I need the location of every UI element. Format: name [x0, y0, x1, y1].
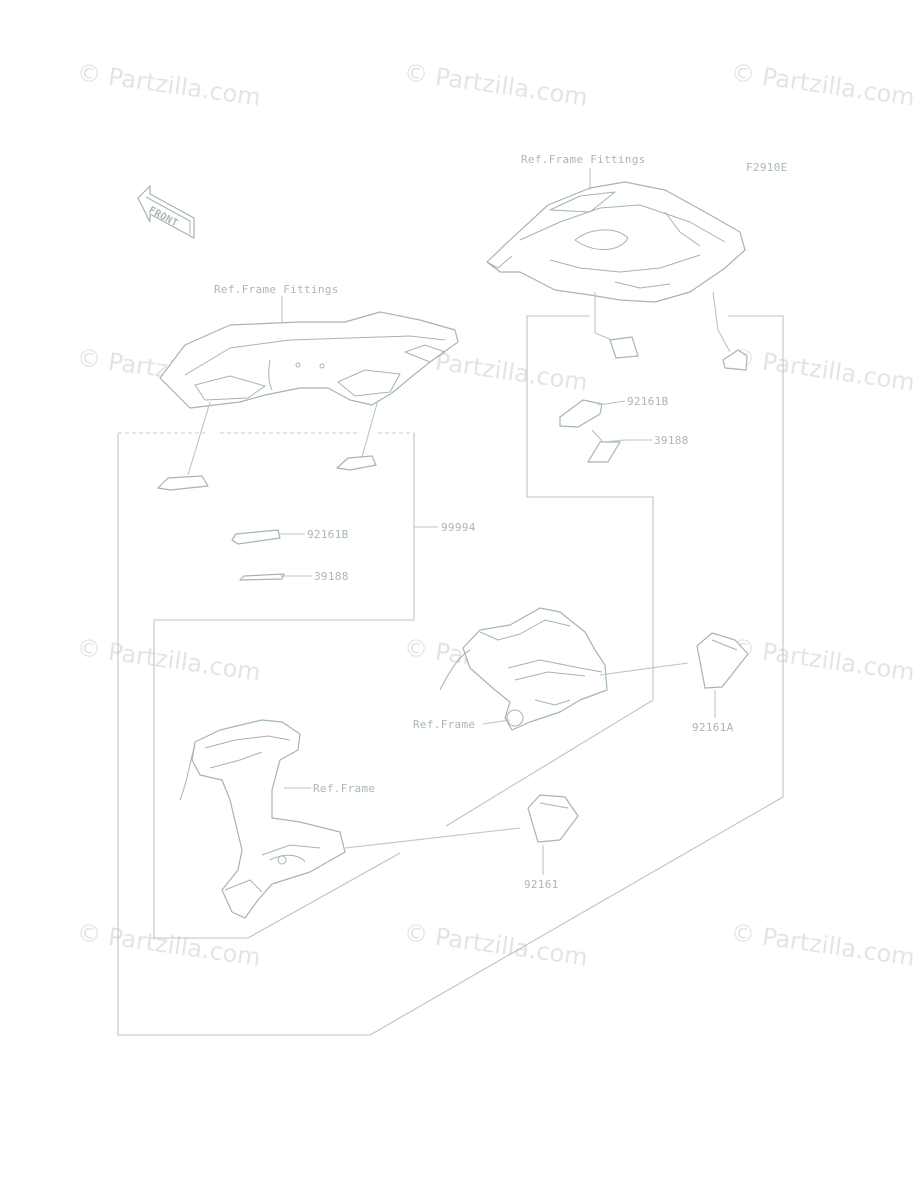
watermark: © Partzilla.com [729, 918, 916, 972]
rubber-pad-92161b-right [559, 399, 603, 428]
leader-line [599, 662, 689, 676]
label-ref-frame-fittings-top: Ref.Frame Fittings [521, 153, 646, 166]
front-arrow-icon: FRONT [137, 185, 195, 239]
watermark: © Partzilla.com [729, 58, 916, 112]
lower-frame-part [179, 719, 346, 919]
group-bracket-lines [117, 315, 784, 1036]
leader-line [597, 400, 626, 406]
watermark: © Partzilla.com [75, 633, 262, 687]
label-39188-right: 39188 [654, 434, 689, 447]
leader-line [344, 827, 521, 849]
diagram-code: F2910E [746, 161, 788, 174]
tape-39188-left [239, 573, 285, 581]
watermark: © Partzilla.com [729, 343, 916, 397]
rubber-pad-92161b-left [231, 529, 281, 545]
label-ref-frame-fittings-left: Ref.Frame Fittings [214, 283, 339, 296]
leader-line [591, 429, 652, 443]
tape-39188-right [587, 441, 621, 463]
mid-frame-part [439, 607, 608, 731]
label-92161b-right: 92161B [627, 395, 669, 408]
leader-line [482, 719, 511, 725]
leader-line [361, 399, 379, 458]
pad-part [609, 336, 639, 359]
watermark-layer: © Partzilla.com © Partzilla.com © Partzi… [75, 58, 916, 972]
label-ref-frame-lower: Ref.Frame [313, 782, 375, 795]
watermark: © Partzilla.com [402, 58, 589, 112]
label-39188-left: 39188 [314, 570, 349, 583]
watermark: © Partzilla.com [75, 58, 262, 112]
watermark: © Partzilla.com [729, 633, 916, 687]
watermark: © Partzilla.com [75, 918, 262, 972]
label-92161: 92161 [524, 878, 559, 891]
pad-part [722, 349, 748, 371]
label-92161b-left: 92161B [307, 528, 349, 541]
pad-part [157, 475, 209, 491]
label-92161a: 92161A [692, 721, 734, 734]
label-99994: 99994 [441, 521, 476, 534]
watermark: © Partzilla.com [402, 918, 589, 972]
rubber-block-92161a [696, 632, 749, 689]
rear-frame-fitting-part [486, 181, 746, 303]
rubber-block-92161 [527, 794, 579, 843]
front-frame-fitting-part [159, 311, 459, 409]
leader-line [187, 401, 211, 476]
pad-part [336, 455, 377, 471]
label-ref-frame-mid: Ref.Frame [413, 718, 475, 731]
right-assembly-leaders [594, 291, 731, 353]
